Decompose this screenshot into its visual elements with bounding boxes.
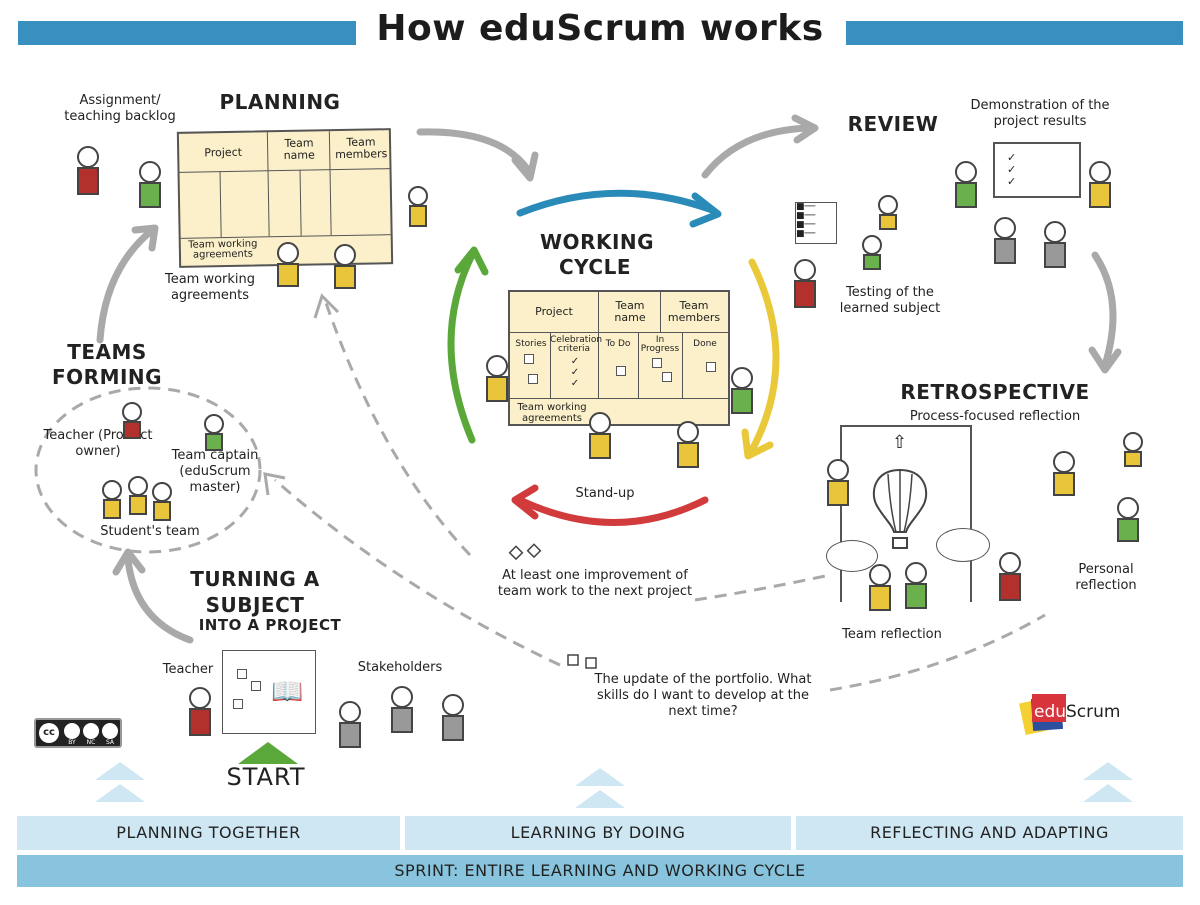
sa-icon [102,723,118,739]
speech-bubble-left [826,540,878,572]
cc-icon: cc [39,723,59,743]
title-bar-left [18,21,356,45]
retrospective-title: RETROSPECTIVE [900,380,1090,404]
start-label: START [226,763,306,791]
logo-text-scrum: Scrum [1066,702,1121,722]
title-bar-right [846,21,1183,45]
standup-label: Stand-up [575,486,635,501]
chevrons-center [575,768,625,808]
planning-title: PLANNING [219,90,341,114]
arrow-teams-to-planning [96,228,154,344]
sa-label: SA [105,739,115,746]
team-captain: Team captain (eduScrum master) [171,448,259,495]
cycle-board-team-name: Team name [614,299,646,324]
start-triangle [238,742,298,764]
cycle-board-team-members: Team members [667,299,721,324]
arrow-cycle-to-review [701,124,814,179]
logo-square-red [1032,694,1066,722]
cycle-arrow-green [447,251,476,444]
nc-label: NC [86,739,96,746]
cycle-board-inprogress: In Progress [640,335,680,354]
portfolio-note: The update of the portfolio. What skills… [594,672,812,719]
cycle-board-footer: Team working agreements [517,402,587,424]
working-cycle-board: Project Team name Team members Stories C… [508,290,730,426]
turning-teacher-label: Teacher [162,662,214,677]
arrow-turning-to-teams [124,556,194,644]
students-team: Student's team [100,524,200,539]
dashed-portfolio-path [274,478,1046,692]
chevrons-left [95,762,145,802]
working-cycle-title: WORKING CYCLE [540,230,655,279]
person-student-planning [139,161,161,183]
team-reflection-label: Team reflection [842,627,942,642]
checklist-icon: ■──■──■──■── [795,202,837,244]
eduscrum-logo[interactable]: edu Scrum [1018,690,1138,740]
project-flipchart: 📖 [222,650,316,734]
review-board-checks: ✓✓✓ [1007,151,1017,188]
cycle-arrow-blue [516,189,716,217]
agreements-note: Team working agreements [164,272,256,303]
cycle-board-stories: Stories [515,339,547,349]
cycle-board-criteria: Celebration criteria [550,335,603,354]
turning-subtitle: INTO A PROJECT [198,616,342,634]
retro-board [840,425,972,602]
dashed-improvement-path [323,299,831,602]
teams-forming-ellipse [34,386,262,554]
testing-note: Testing of the learned subject [839,285,941,316]
demonstration-note: Demonstration of the project results [970,98,1110,129]
by-icon [64,723,80,739]
turning-title: TURNING A SUBJECT [190,567,320,617]
band-planning-together: PLANNING TOGETHER [17,816,400,850]
cycle-arrow-red [516,496,709,526]
improvement-note: At least one improvement of team work to… [497,568,693,599]
cc-license-badge[interactable]: cc BY NC SA [34,718,122,748]
arrow-planning-to-cycle [416,128,532,174]
arrow-review-to-retro [1091,251,1117,369]
logo-text-edu: edu [1034,702,1067,722]
cycle-arrow-yellow [748,258,780,454]
review-board: ✓✓✓ [993,142,1081,198]
cycle-board-checks: ✓✓✓ [570,356,580,389]
personal-reflection-label: Personal reflection [1075,562,1137,593]
page-title: How eduScrum works [376,8,824,49]
cycle-board-stickies [524,354,724,394]
cycle-board-done: Done [693,339,717,349]
band-reflecting-adapting: REFLECTING AND ADAPTING [796,816,1183,850]
review-title: REVIEW [847,112,939,136]
open-book-icon: 📖 [271,677,304,707]
stakeholders-label: Stakeholders [357,660,443,675]
by-label: BY [68,739,76,746]
cycle-board-todo: To Do [605,339,631,349]
teams-forming-title: TEAMS FORMING [52,340,163,389]
speech-bubble-right [936,528,990,562]
nc-icon [83,723,99,739]
backlog-note: Assignment/ teaching backlog [64,93,176,124]
band-learning-by-doing: LEARNING BY DOING [405,816,791,850]
chevrons-right [1083,762,1133,802]
person-teacher-planning [77,146,99,168]
note-marker [567,654,579,666]
band-sprint: SPRINT: ENTIRE LEARNING AND WORKING CYCL… [17,855,1183,887]
cycle-board-project: Project [535,305,573,318]
retro-up-arrow-icon: ⇧ [892,432,908,453]
note-marker [508,545,524,561]
hot-air-balloon-icon [872,468,928,549]
retrospective-subtitle: Process-focused reflection [909,409,1081,424]
